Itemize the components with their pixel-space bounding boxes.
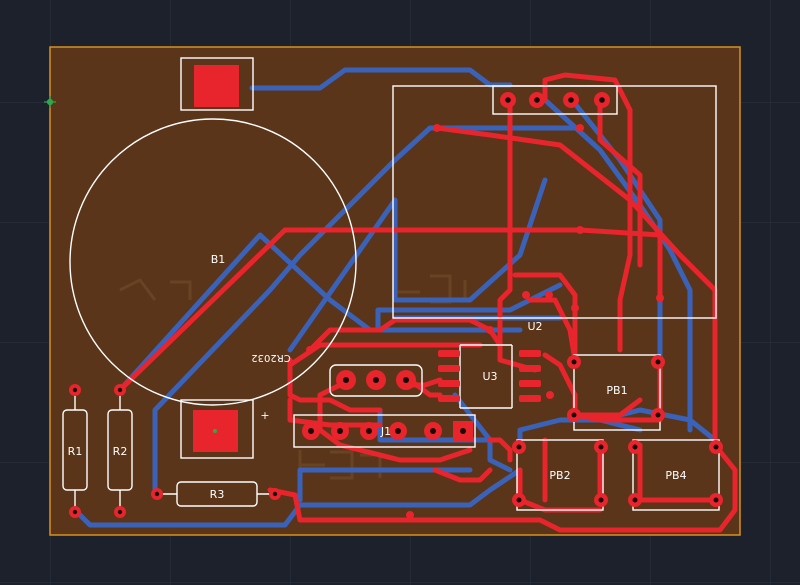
u2-designator: U2 [527, 320, 542, 333]
three-pin-header[interactable] [329, 364, 423, 397]
r3-body [176, 481, 258, 507]
button-pb4[interactable]: PB4 [628, 439, 723, 511]
resistor-r3[interactable]: R3 [151, 481, 281, 507]
module-u2[interactable]: U2 [392, 85, 717, 333]
r1-designator: R1 [68, 445, 83, 458]
battery-part-label: CR2032 [251, 352, 290, 363]
resistor-r1[interactable]: R1 [62, 384, 88, 518]
battery-b1[interactable]: B1 CR2032 + [69, 57, 357, 459]
u2-header-outline [492, 85, 618, 115]
battery-outline [69, 118, 357, 406]
connector-j1[interactable]: J1 [293, 414, 476, 448]
pad-center-marker [213, 429, 217, 433]
origin-marker-icon [44, 96, 56, 108]
j1-designator: J1 [380, 425, 391, 438]
pb4-designator: PB4 [665, 469, 686, 482]
pb2-outline [516, 439, 604, 511]
r3-designator: R3 [210, 488, 225, 501]
battery-pad-positive[interactable] [194, 65, 239, 107]
r2-body [107, 409, 133, 491]
u2-header-pads[interactable] [500, 92, 610, 108]
button-pb2[interactable]: PB2 [512, 439, 608, 511]
vias[interactable] [306, 124, 664, 519]
ic-u3[interactable]: U3 [438, 344, 541, 409]
u3-designator: U3 [482, 370, 497, 383]
battery-polarity-label: + [260, 409, 269, 422]
pb2-designator: PB2 [549, 469, 570, 482]
pb4-outline [632, 439, 720, 511]
battery-tab-bottom-outline [180, 399, 254, 459]
resistor-r2[interactable]: R2 [107, 384, 133, 518]
battery-tab-top-outline [180, 57, 254, 111]
r1-body [62, 409, 88, 491]
battery-designator: B1 [211, 253, 226, 266]
button-pb1[interactable]: PB1 [567, 354, 665, 431]
pb1-outline [573, 354, 661, 431]
r2-designator: R2 [113, 445, 128, 458]
u3-pads[interactable] [438, 350, 541, 402]
pb1-designator: PB1 [606, 384, 627, 397]
j1-outline [293, 414, 476, 448]
